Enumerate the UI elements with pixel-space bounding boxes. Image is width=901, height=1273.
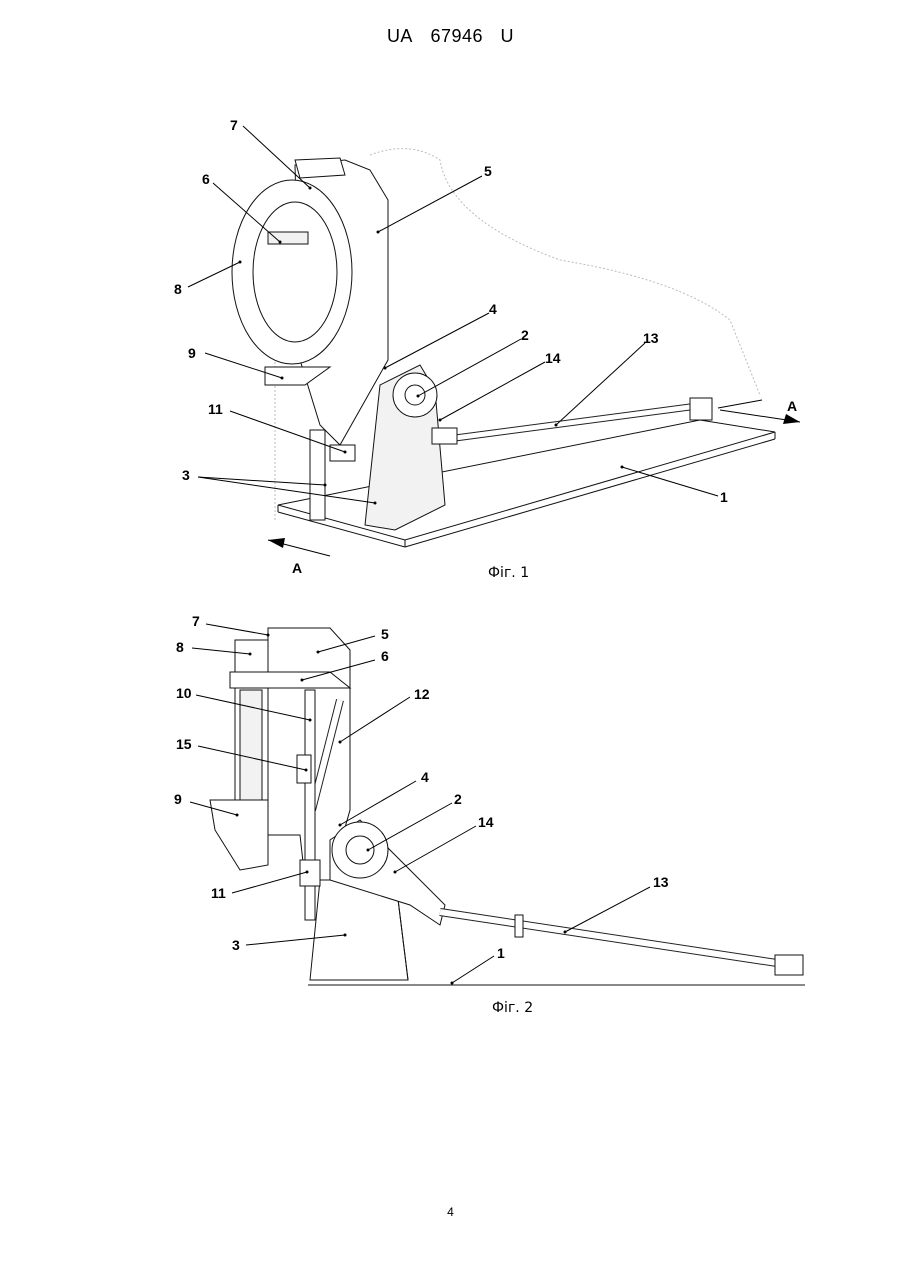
fig2-label-12: 12 (414, 686, 430, 702)
figure-2-caption: Фіг. 2 (492, 1000, 533, 1016)
fig2-label-5: 5 (381, 626, 389, 642)
fig2-label-8: 8 (176, 639, 184, 655)
fig2-label-6: 6 (381, 648, 389, 664)
fig2-label-10: 10 (176, 685, 192, 701)
fig2-label-7: 7 (192, 613, 200, 629)
fig2-label-2: 2 (454, 791, 462, 807)
fig2-label-1: 1 (497, 945, 505, 961)
fig2-label-3: 3 (232, 937, 240, 953)
fig2-label-13: 13 (653, 874, 669, 890)
fig2-label-14: 14 (478, 814, 494, 830)
figure-2-drawing: 7 8 5 6 10 12 15 4 2 9 14 11 13 3 1 (0, 0, 901, 1010)
fig2-label-4: 4 (421, 769, 429, 785)
fig2-label-11: 11 (211, 885, 226, 901)
fig2-label-9: 9 (174, 791, 182, 807)
fig2-label-15: 15 (176, 736, 192, 752)
bar-side (230, 672, 350, 688)
page-number: 4 (0, 1205, 901, 1219)
lower-bracket-side (210, 800, 268, 870)
